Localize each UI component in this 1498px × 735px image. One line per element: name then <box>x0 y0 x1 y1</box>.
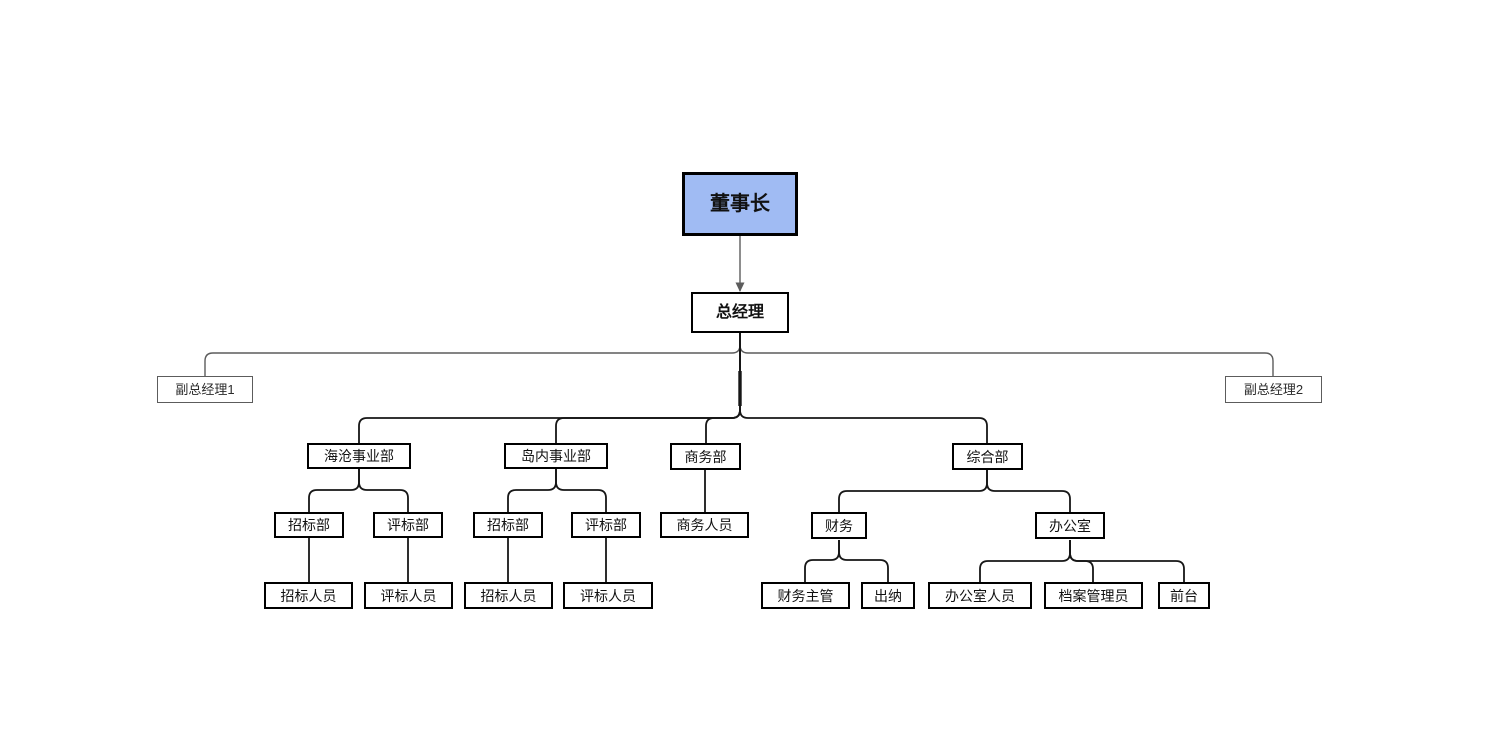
org-node-label: 副总经理2 <box>1243 382 1304 397</box>
arrowhead-icon <box>735 282 745 292</box>
org-node-label: 档案管理员 <box>1058 587 1129 604</box>
edge-gm-to-general-affairs <box>739 333 988 443</box>
edge-ga-to-office <box>986 470 1071 512</box>
org-node-label: 海沧事业部 <box>324 448 394 464</box>
org-node-evaluation-dept-2[interactable]: 评标部 <box>571 512 641 538</box>
org-node-label: 岛内事业部 <box>521 448 591 464</box>
org-node-finance-manager[interactable]: 财务主管 <box>761 582 850 609</box>
org-node-bidding-dept-2[interactable]: 招标部 <box>473 512 543 538</box>
org-node-label: 办公室人员 <box>945 587 1015 604</box>
org-node-office-staff[interactable]: 办公室人员 <box>928 582 1032 609</box>
edge-daonei-to-bidding2 <box>507 469 557 512</box>
edge-gm-to-haicang <box>358 333 741 443</box>
org-node-label: 商务部 <box>684 448 727 465</box>
org-node-office[interactable]: 办公室 <box>1035 512 1105 539</box>
org-node-label: 出纳 <box>874 587 902 604</box>
org-node-label: 招标人员 <box>480 587 537 604</box>
org-node-label: 财务 <box>825 517 853 534</box>
edge-ga-to-finance <box>838 470 988 512</box>
org-node-label: 评标人员 <box>580 587 636 604</box>
org-node-label: 财务主管 <box>777 587 834 604</box>
org-node-label: 总经理 <box>715 303 764 321</box>
org-node-business-dept[interactable]: 商务部 <box>670 443 741 470</box>
org-node-label: 前台 <box>1170 587 1198 604</box>
org-node-label: 评标人员 <box>380 587 437 604</box>
org-node-bidding-staff-2[interactable]: 招标人员 <box>464 582 553 609</box>
org-node-haicang-division[interactable]: 海沧事业部 <box>307 443 411 469</box>
org-node-evaluation-dept-1[interactable]: 评标部 <box>373 512 443 538</box>
org-node-label: 商务人员 <box>676 517 733 533</box>
org-node-bidding-staff-1[interactable]: 招标人员 <box>264 582 353 609</box>
org-node-receptionist[interactable]: 前台 <box>1158 582 1210 609</box>
org-node-chairman[interactable]: 董事长 <box>682 172 798 236</box>
org-node-label: 招标部 <box>487 517 529 533</box>
org-node-finance[interactable]: 财务 <box>811 512 867 539</box>
edge-office-to-staff <box>979 540 1071 582</box>
edge-haicang-to-bidding1 <box>308 469 360 512</box>
org-node-label: 评标部 <box>585 517 627 533</box>
org-node-label: 招标部 <box>288 517 330 533</box>
org-node-bidding-dept-1[interactable]: 招标部 <box>274 512 344 538</box>
org-node-general-manager[interactable]: 总经理 <box>691 292 789 333</box>
org-node-evaluation-staff-1[interactable]: 评标人员 <box>364 582 453 609</box>
edge-daonei-to-evaluation2 <box>555 469 607 512</box>
edge-gm-to-deputy2 <box>739 333 1274 376</box>
org-node-evaluation-staff-2[interactable]: 评标人员 <box>563 582 653 609</box>
edge-gm-to-deputy1 <box>204 333 741 376</box>
edge-finance-to-cashier <box>838 540 889 582</box>
org-node-label: 评标部 <box>387 517 429 533</box>
org-node-label: 招标人员 <box>280 587 337 604</box>
org-node-deputy-gm-1[interactable]: 副总经理1 <box>157 376 253 403</box>
org-node-deputy-gm-2[interactable]: 副总经理2 <box>1225 376 1322 403</box>
edge-gm-to-business <box>705 333 741 443</box>
edge-office-to-reception <box>1069 540 1185 582</box>
org-node-label: 综合部 <box>966 448 1009 465</box>
org-node-cashier[interactable]: 出纳 <box>861 582 915 609</box>
edge-haicang-to-evaluation1 <box>358 469 409 512</box>
org-node-daonei-division[interactable]: 岛内事业部 <box>504 443 608 469</box>
edge-finance-to-manager <box>804 540 840 582</box>
org-node-business-staff[interactable]: 商务人员 <box>660 512 749 538</box>
org-node-general-affairs-dept[interactable]: 综合部 <box>952 443 1023 470</box>
org-node-label: 办公室 <box>1049 517 1091 534</box>
org-node-label: 副总经理1 <box>175 382 235 397</box>
org-node-label: 董事长 <box>710 193 770 215</box>
org-node-archives-manager[interactable]: 档案管理员 <box>1044 582 1143 609</box>
edge-gm-to-daonei <box>555 333 741 443</box>
